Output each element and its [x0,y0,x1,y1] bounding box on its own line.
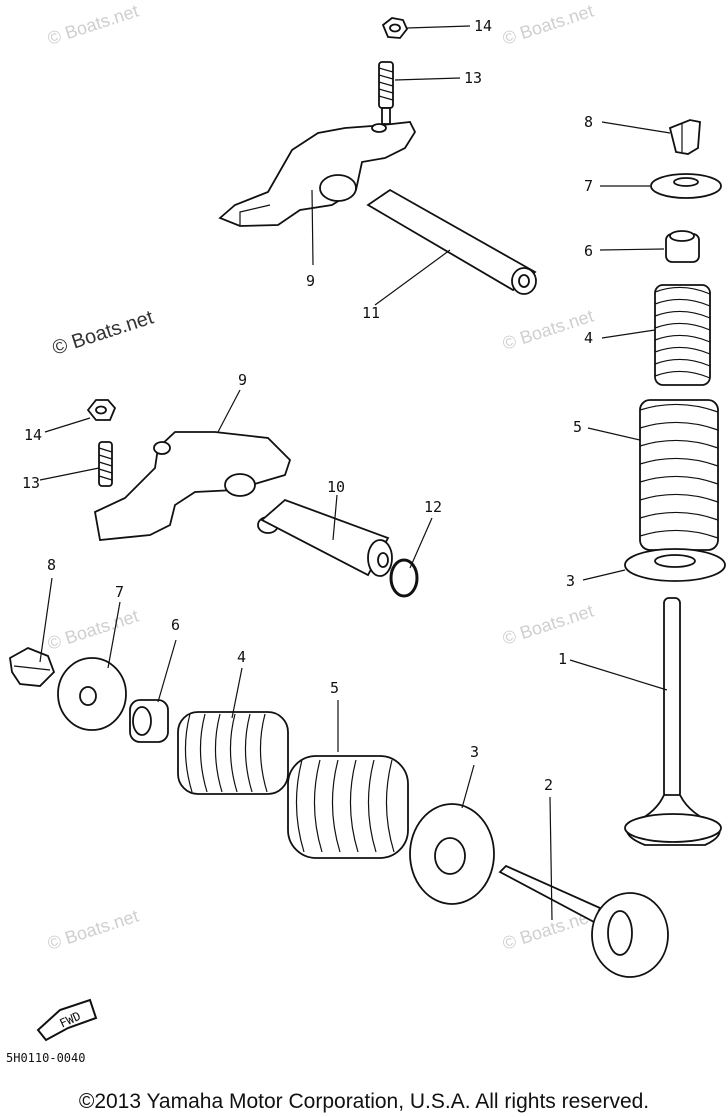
bottom-spring-retainer [57,657,127,731]
top-locknut [381,17,409,39]
callout-label: 12 [424,498,442,516]
callout-label: 8 [584,113,593,131]
leader-lines [39,25,671,921]
right-valve-cotter [668,119,701,155]
callout-label: 10 [327,478,345,496]
callout-label: 1 [558,650,567,668]
top-rocker-arm [218,121,417,227]
callout-label: 4 [237,648,246,666]
callout-label: 8 [47,556,56,574]
callout-label: 5 [573,418,582,436]
right-inner-spring [654,284,711,386]
watermark: © Boats.net [45,906,141,954]
drawing-code: 5H0110-0040 [6,1051,85,1065]
callout-label: 2 [544,776,553,794]
right-spring-retainer [650,173,722,199]
right-valve [624,597,722,846]
callout-label: 14 [474,17,492,35]
mid-locknut [86,399,117,421]
callout-label: 13 [22,474,40,492]
top-adjusting-screw [378,61,394,125]
callout-label: 9 [238,371,247,389]
callout-label: 7 [115,583,124,601]
bottom-valve-cotter [9,647,56,687]
callout-numbers: 14 13 9 11 8 7 6 4 5 3 1 9 14 13 10 12 8… [22,17,593,794]
watermark: © Boats.net [45,1,141,49]
watermark: © Boats.net [45,606,141,654]
right-outer-spring [639,399,719,551]
callout-label: 6 [584,242,593,260]
top-rocker-shaft [366,188,537,295]
callout-label: 7 [584,177,593,195]
callout-label: 6 [171,616,180,634]
callout-label: 4 [584,329,593,347]
right-valve-stem-seal [665,230,700,263]
callout-label: 11 [362,304,380,322]
callout-label: 3 [566,572,575,590]
callout-label: 5 [330,679,339,697]
right-spring-seat [624,548,726,582]
callout-label: 13 [464,69,482,87]
callout-label: 3 [470,743,479,761]
mid-adjusting-screw [98,441,113,487]
bottom-inner-spring [177,711,289,795]
callout-label: 14 [24,426,42,444]
watermark: © Boats.net [500,601,596,649]
watermark: © Boats.net [500,1,596,49]
mid-o-ring [389,558,419,598]
fwd-arrow-icon: FWD [36,998,98,1042]
mid-rocker-shaft [260,498,393,577]
bottom-valve-stem-seal [129,699,169,743]
watermark: © Boats.net [50,306,157,359]
watermark: © Boats.net [500,306,596,354]
copyright-notice: ©2013 Yamaha Motor Corporation, U.S.A. A… [78,1090,650,1113]
bottom-outer-spring [287,755,409,859]
bottom-spring-seat [409,803,495,905]
mid-rocker-arm [93,431,292,541]
bottom-valve [498,864,669,978]
callout-label: 9 [306,272,315,290]
